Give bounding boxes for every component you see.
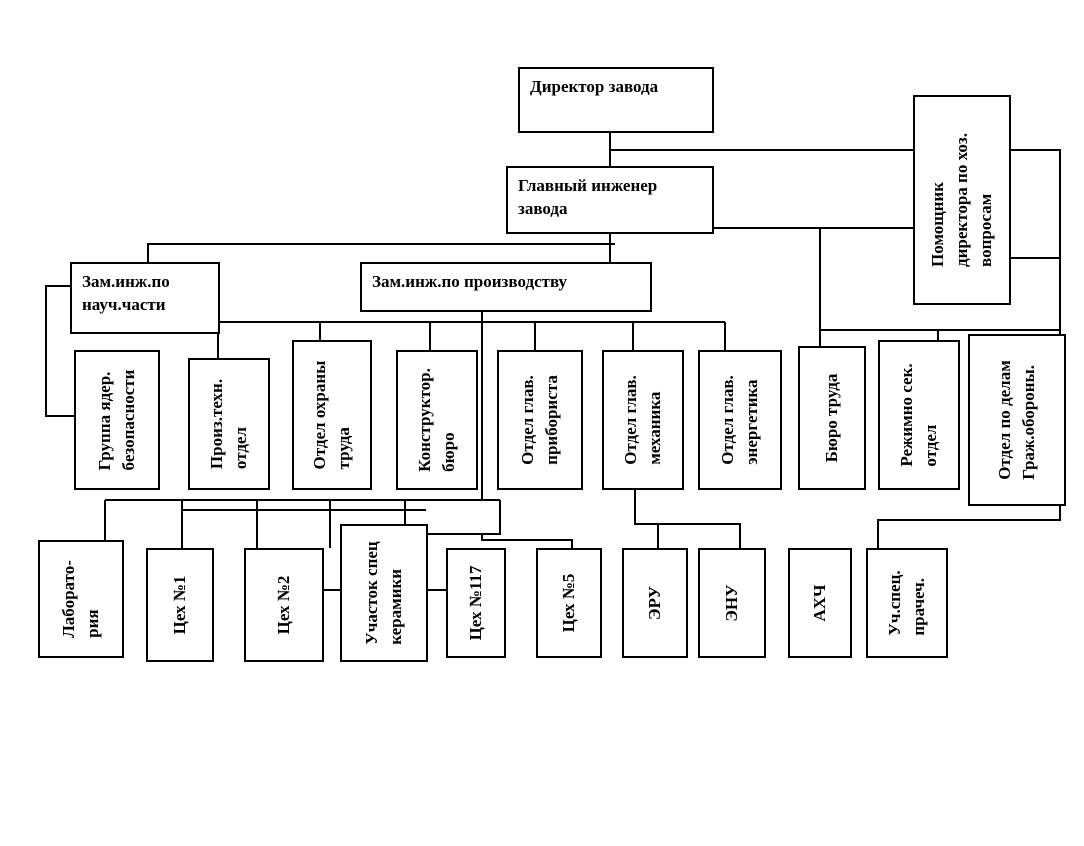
chief-instrument-dept-label: Отдел глав. прибориста (518, 375, 561, 465)
shop-117-node: Цех №117 (446, 548, 506, 658)
laboratory-node: Лаборато- рия (38, 540, 124, 658)
connector-shop117 (425, 548, 446, 591)
laboratory-label: Лаборато- рия (59, 560, 102, 638)
deputy-production-node: Зам.инж.по производству (360, 262, 652, 312)
design-bureau-label: Конструктор. бюро (415, 368, 458, 472)
special-laundry-label: Уч.спец. прачеч. (885, 570, 928, 636)
labor-safety-dept-label: Отдел охраны труда (310, 360, 353, 470)
special-laundry-node: Уч.спец. прачеч. (866, 548, 948, 658)
connector-nuclear-group (45, 285, 74, 417)
labor-safety-dept-node: Отдел охраны труда (292, 340, 372, 490)
nuclear-safety-group-node: Группа ядер. безопасности (74, 350, 160, 490)
special-ceramics-node: Участок спец керамики (340, 524, 428, 662)
connector-mechanic-units (634, 486, 741, 548)
shop-2-node: Цех №2 (244, 548, 324, 662)
regime-dept-label: Режимно сек. отдел (897, 363, 940, 467)
chief-engineer-node: Главный инженер завода (506, 166, 714, 234)
enu-node: ЭНУ (698, 548, 766, 658)
chief-power-dept-node: Отдел глав. энергетика (698, 350, 782, 490)
labor-bureau-label: Бюро труда (822, 373, 841, 463)
assistant-director-node: Помощник директора по хоз. вопросам (913, 95, 1011, 305)
design-bureau-node: Конструктор. бюро (396, 350, 478, 490)
connector-director-right (610, 149, 1061, 548)
enu-label: ЭНУ (722, 584, 741, 622)
eru-label: ЭРУ (645, 586, 664, 620)
prod-tech-dept-node: Произ.техн. отдел (188, 358, 270, 490)
ahch-node: АХЧ (788, 548, 852, 658)
chief-mechanic-dept-node: Отдел глав. механика (602, 350, 684, 490)
eru-node: ЭРУ (622, 548, 688, 658)
director-node: Директор завода (518, 67, 714, 133)
chief-mechanic-dept-label: Отдел глав. механика (621, 375, 664, 465)
civil-defense-dept-label: Отдел по делам Граж.обороны. (995, 360, 1038, 480)
shop-2-label: Цех №2 (274, 575, 293, 635)
civil-defense-dept-node: Отдел по делам Граж.обороны. (968, 334, 1066, 506)
connector-shop5 (481, 534, 573, 548)
connector-deputy-science-top (147, 243, 615, 262)
deputy-science-node: Зам.инж.по науч.части (70, 262, 220, 334)
prod-tech-dept-label: Произ.техн. отдел (207, 378, 250, 470)
shop-1-node: Цех №1 (146, 548, 214, 662)
shop-1-label: Цех №1 (170, 575, 189, 635)
nuclear-safety-group-label: Группа ядер. безопасности (95, 369, 138, 471)
shop-5-label: Цех №5 (559, 573, 578, 633)
assistant-director-label: Помощник директора по хоз. вопросам (928, 133, 995, 267)
chief-power-dept-label: Отдел глав. энергетика (718, 375, 761, 465)
labor-bureau-node: Бюро труда (798, 346, 866, 490)
chief-instrument-dept-node: Отдел глав. прибориста (497, 350, 583, 490)
shop-5-node: Цех №5 (536, 548, 602, 658)
ahch-label: АХЧ (810, 584, 829, 622)
regime-dept-node: Режимно сек. отдел (878, 340, 960, 490)
connector-shop117-drop (418, 500, 501, 535)
shop-117-label: Цех №117 (466, 565, 485, 641)
special-ceramics-label: Участок спец керамики (362, 541, 405, 645)
